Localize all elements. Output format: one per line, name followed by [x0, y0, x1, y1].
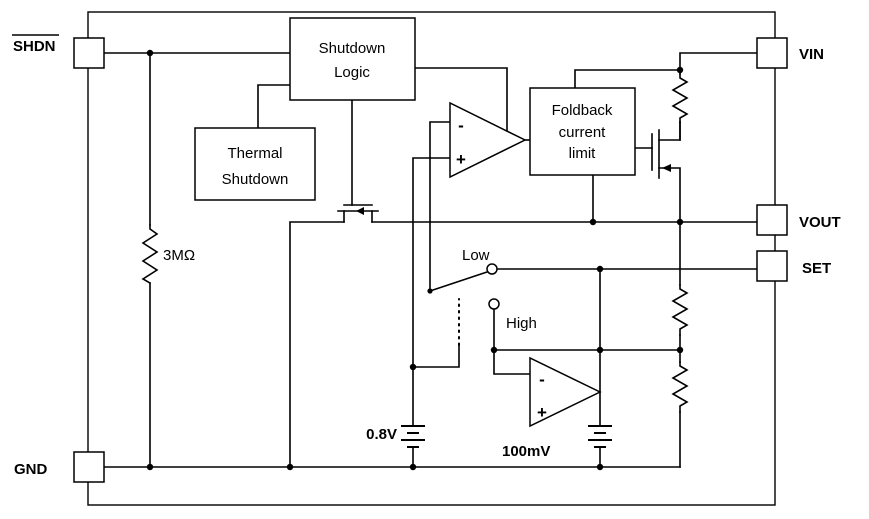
junction-dot	[676, 218, 684, 226]
pin-vout	[756, 204, 788, 236]
pin-gnd	[73, 451, 105, 483]
junction-dots	[146, 49, 684, 471]
comparator-inverting-label: -	[539, 370, 545, 389]
pin-set	[756, 250, 788, 282]
fet-terminals	[658, 121, 681, 223]
shutdown-logic-line2: Logic	[334, 64, 370, 81]
opamp-error-amplifier: - +	[449, 101, 527, 179]
foldback-line1: Foldback	[552, 102, 613, 119]
block-shutdown-logic: Shutdown Logic	[289, 17, 416, 101]
pin-labels: SHDN VIN VOUT SET GND	[12, 34, 841, 478]
pin-label-shdn: SHDN	[13, 38, 56, 55]
foldback-line2: current	[559, 124, 607, 141]
junction-dot	[596, 463, 604, 471]
switch-low-contact	[486, 263, 498, 275]
comparator-set-mode: - +	[529, 356, 602, 428]
pin-label-vin: VIN	[799, 46, 824, 63]
resistor-feedback-bottom	[671, 361, 689, 413]
block-thermal-shutdown: Thermal Shutdown	[194, 127, 316, 201]
thermal-line1: Thermal	[227, 145, 282, 162]
fet-arrow	[662, 164, 671, 172]
fet-arrow	[356, 207, 364, 215]
junction-dot	[589, 218, 597, 226]
foldback-line3: limit	[569, 145, 596, 162]
thermal-shutdown-box	[194, 127, 316, 201]
shutdown-logic-line1: Shutdown	[319, 40, 386, 57]
wire-shdn-net	[103, 52, 291, 468]
junction-dot	[596, 346, 604, 354]
thermal-line2: Shutdown	[222, 171, 289, 188]
wire-foldback-sense	[574, 69, 681, 89]
switch-arm	[428, 270, 489, 293]
junction-dot	[286, 463, 294, 471]
label-3mohm: 3MΩ	[163, 247, 195, 264]
wire-thermal-to-logic	[257, 84, 291, 129]
resistor-3mohm-pulldown	[141, 224, 159, 285]
block-foldback-current-limit: Foldback current limit	[529, 87, 636, 176]
wire-vin-net	[679, 52, 758, 141]
wire-reference-0v8-net	[412, 157, 460, 468]
shutdown-logic-box	[289, 17, 416, 101]
junction-dot	[676, 346, 684, 354]
component-labels: 3MΩ Low High 0.8V 100mV	[163, 247, 550, 460]
switch-high-contact	[488, 298, 500, 310]
comparator-noninverting-label: +	[537, 403, 547, 422]
junction-dot	[409, 363, 417, 371]
pin-label-set: SET	[802, 260, 831, 277]
mosfet-output-discharge	[337, 204, 379, 223]
junction-dot	[146, 49, 154, 57]
battery-0v8-reference	[401, 425, 425, 448]
wire-enable-to-erroramp	[414, 67, 508, 132]
erroramp-inverting-label: -	[458, 116, 464, 135]
resistor-current-sense	[671, 73, 689, 123]
switch-pivot	[427, 288, 433, 294]
label-switch-high: High	[506, 315, 537, 332]
junction-dot	[146, 463, 154, 471]
pin-vin	[756, 37, 788, 69]
junction-dot	[409, 463, 417, 471]
junction-dot	[490, 346, 498, 354]
opamp-triangle	[449, 101, 527, 179]
fet-terminals	[343, 210, 373, 223]
mode-select-switch	[427, 263, 500, 310]
label-0v8-reference: 0.8V	[366, 426, 397, 443]
wire-feedback-tap	[493, 308, 681, 375]
label-switch-low: Low	[462, 247, 490, 264]
wire-vout-rail	[289, 221, 758, 468]
pin-label-vout: VOUT	[799, 214, 841, 231]
comparator-triangle	[529, 356, 602, 428]
resistor-feedback-top	[671, 284, 689, 336]
battery-100mv-reference	[588, 425, 612, 448]
pins	[73, 37, 788, 483]
pin-label-gnd: GND	[14, 461, 48, 478]
junction-dot	[676, 66, 684, 74]
label-100mv-threshold: 100mV	[502, 443, 550, 460]
wire-erroramp-inverting-input	[429, 121, 451, 292]
erroramp-noninverting-label: +	[456, 150, 466, 169]
junction-dot	[596, 265, 604, 273]
foldback-box	[529, 87, 636, 176]
pin-shdn	[73, 37, 105, 69]
wires	[103, 52, 758, 468]
mosfet-pass-transistor	[651, 121, 681, 223]
